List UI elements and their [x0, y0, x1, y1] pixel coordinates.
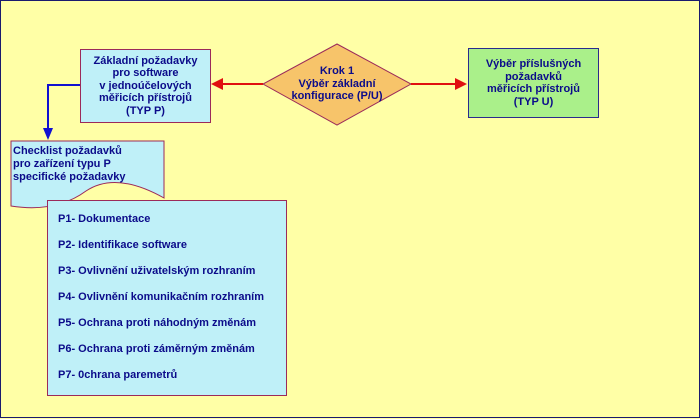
list-item: P4- Ovlivnění komunikačním rozhraním	[58, 291, 264, 303]
type-u-label: Výběr příslušných požadavků měřicích pří…	[485, 58, 582, 108]
list-item: P7- 0chrana paremetrů	[58, 369, 178, 381]
arrow-to-type-u-head	[455, 78, 467, 90]
arrow-to-checklist-head	[43, 128, 53, 140]
list-item: P3- Ovlivnění uživatelským rozhraním	[58, 265, 256, 277]
list-item: P5- Ochrana proti náhodným změnám	[58, 317, 257, 329]
arrow-to-type-p-head	[211, 78, 223, 90]
list-item: P6- Ochrana proti záměrným změnám	[58, 343, 255, 355]
checklist-document-shape	[10, 140, 165, 209]
checklist-label: Checklist požadavků pro zařízení typu P …	[13, 145, 126, 183]
decision-label: Krok 1 Výběr základní konfigurace (P/U)	[291, 65, 383, 103]
type-p-label: Základní požadavky pro software v jednoú…	[93, 54, 198, 117]
requirements-list: P1- Dokumentace P2- Identifikace softwar…	[47, 200, 287, 396]
list-item: P2- Identifikace software	[58, 239, 187, 251]
arrow-to-checklist-line	[47, 84, 80, 129]
type-p-box: Základní požadavky pro software v jednoú…	[80, 49, 211, 123]
list-item: P1- Dokumentace	[58, 213, 151, 225]
decision-diamond	[261, 43, 413, 126]
type-u-box: Výběr příslušných požadavků měřicích pří…	[468, 48, 599, 118]
